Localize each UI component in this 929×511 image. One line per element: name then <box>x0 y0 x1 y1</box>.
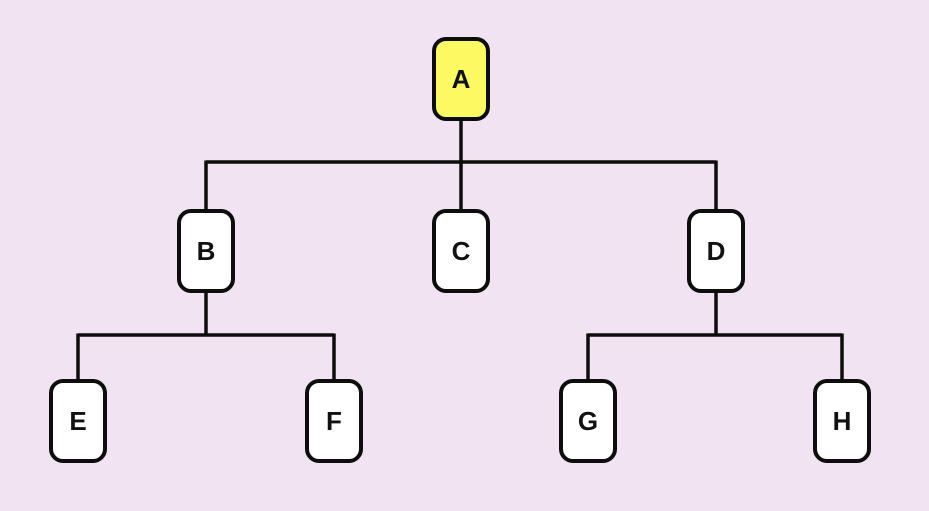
node-e[interactable]: E <box>49 379 107 463</box>
node-c[interactable]: C <box>432 209 490 293</box>
node-h[interactable]: H <box>813 379 871 463</box>
node-c-label: C <box>451 236 471 266</box>
node-e-label: E <box>69 406 87 436</box>
node-g[interactable]: G <box>559 379 617 463</box>
node-b[interactable]: B <box>177 209 235 293</box>
node-h-label: H <box>832 406 852 436</box>
node-d-label: D <box>706 236 726 266</box>
node-f[interactable]: F <box>305 379 363 463</box>
node-d[interactable]: D <box>687 209 745 293</box>
node-g-label: G <box>577 406 599 436</box>
node-a[interactable]: A <box>432 37 490 121</box>
node-b-label: B <box>196 236 216 266</box>
node-f-label: F <box>326 406 342 436</box>
node-a-label: A <box>451 64 471 94</box>
